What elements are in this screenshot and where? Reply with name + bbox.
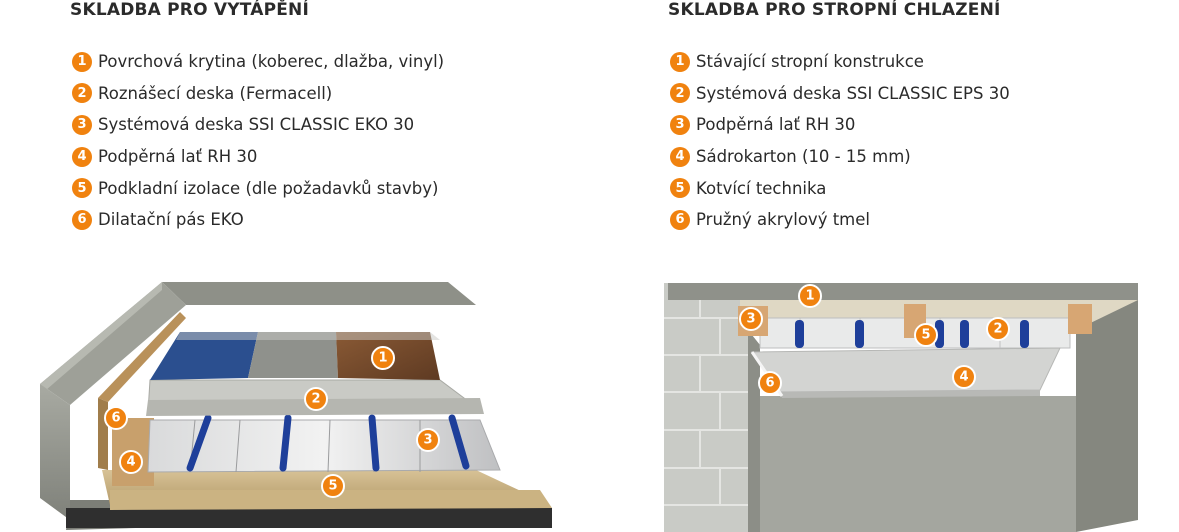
legend-label: Roznášecí deska (Fermacell): [98, 83, 333, 103]
svg-text:5: 5: [921, 328, 930, 343]
carpet-finish: [150, 332, 258, 380]
svg-text:6: 6: [111, 411, 120, 426]
legend-label: Systémová deska SSI CLASSIC EKO 30: [98, 115, 415, 135]
legend-item: 5 Kotvící technika: [670, 172, 1010, 204]
legend-item: 5 Podkladní izolace (dle požadavků stavby…: [72, 172, 444, 204]
badge-2-right: 2: [986, 317, 1010, 341]
badge-5-right: 5: [914, 323, 938, 347]
legend-label: Dilatační pás EKO: [98, 210, 244, 230]
plasterboard-front: [780, 390, 1040, 398]
badge-3-left: 3: [416, 428, 440, 452]
number-badge-icon: 4: [72, 146, 92, 167]
legend-item: 2 Systémová deska SSI CLASSIC EPS 30: [670, 78, 1010, 110]
concrete-slab-front: [40, 384, 70, 520]
concrete-left-wall: [40, 282, 186, 405]
legend-label: Systémová deska SSI CLASSIC EPS 30: [696, 83, 1010, 103]
badge-5-left: 5: [321, 474, 345, 498]
ceiling-cooling-column: SKLADBA PRO STROPNÍ CHLAZENÍ 1 Stávající …: [668, 0, 1010, 230]
svg-text:5: 5: [328, 479, 337, 494]
concrete-wall-top: [40, 282, 162, 390]
heating-pipes: [186, 414, 470, 472]
svg-text:6: 6: [765, 376, 774, 391]
svg-text:4: 4: [959, 370, 968, 385]
number-badge-icon: 3: [72, 114, 92, 135]
legend-item: 1 Povrchová krytina (koberec, dlažba, vin…: [72, 46, 444, 78]
badge-1-left: 1: [371, 346, 395, 370]
legend-item: 3 Podpěrná lať RH 30: [670, 109, 1010, 141]
badge-6-right: 6: [758, 371, 782, 395]
support-batten: [1068, 304, 1092, 334]
svg-text:1: 1: [805, 289, 814, 304]
plasterboard: [751, 347, 1061, 393]
concrete-back-wall: [162, 282, 476, 305]
number-badge-icon: 6: [72, 209, 92, 230]
legend-item: 1 Stávající stropní konstrukce: [670, 46, 1010, 78]
legend-item: 6 Dilatační pás EKO: [72, 204, 444, 236]
ceiling-cooling-title: SKLADBA PRO STROPNÍ CHLAZENÍ: [668, 0, 1001, 20]
floor-heating-legend: 1 Povrchová krytina (koberec, dlažba, vin…: [72, 46, 444, 236]
svg-text:3: 3: [423, 433, 432, 448]
legend-item: 6 Pružný akrylový tmel: [670, 204, 1010, 236]
number-badge-icon: 5: [72, 178, 92, 199]
ceiling-cooling-legend: 1 Stávající stropní konstrukce 2 Systémová…: [670, 46, 1010, 236]
back-wall: [748, 396, 1076, 532]
legend-label: Kotvící technika: [696, 178, 827, 198]
svg-text:2: 2: [311, 392, 320, 407]
number-badge-icon: 2: [670, 83, 690, 104]
svg-text:3: 3: [746, 312, 755, 327]
number-badge-icon: 2: [72, 83, 92, 104]
legend-item: 2 Roznášecí deska (Fermacell): [72, 78, 444, 110]
badge-4-left: 4: [119, 450, 143, 474]
legend-label: Stávající stropní konstrukce: [696, 52, 924, 72]
badge-6-left: 6: [104, 406, 128, 430]
number-badge-icon: 6: [670, 209, 690, 230]
legend-label: Pružný akrylový tmel: [696, 210, 870, 230]
number-badge-icon: 5: [670, 178, 690, 199]
number-badge-icon: 1: [72, 51, 92, 72]
number-badge-icon: 4: [670, 146, 690, 167]
concrete-slab-bottom: [66, 508, 552, 528]
badge-3-right: 3: [739, 307, 763, 331]
ceiling-slab-top: [668, 283, 1138, 300]
svg-text:1: 1: [378, 351, 387, 366]
cooling-pipes: [795, 320, 1029, 348]
right-wall: [1076, 300, 1138, 532]
tile-finish: [248, 332, 338, 378]
number-badge-icon: 1: [670, 51, 690, 72]
inner-left-wall: [748, 330, 760, 532]
legend-item: 4 Sádrokarton (10 - 15 mm): [670, 141, 1010, 173]
badge-2-left: 2: [304, 387, 328, 411]
legend-item: 3 Systémová deska SSI CLASSIC EKO 30: [72, 109, 444, 141]
badge-4-right: 4: [952, 365, 976, 389]
svg-text:2: 2: [993, 322, 1002, 337]
block-wall: [664, 283, 748, 532]
legend-label: Podkladní izolace (dle požadavků stavby): [98, 178, 439, 198]
legend-item: 4 Podpěrná lať RH 30: [72, 141, 444, 173]
floor-back-edge: [176, 332, 440, 340]
floor-heating-column: SKLADBA PRO VYTÁPĚNÍ 1 Povrchová krytina …: [70, 0, 444, 230]
svg-text:4: 4: [126, 455, 135, 470]
number-badge-icon: 3: [670, 114, 690, 135]
dilatation-strip: [98, 312, 186, 402]
legend-label: Povrchová krytina (koberec, dlažba, viny…: [98, 52, 445, 72]
legend-label: Podpěrná lať RH 30: [98, 147, 258, 167]
floor-heating-title: SKLADBA PRO VYTÁPĚNÍ: [70, 0, 309, 20]
insulation-front: [110, 490, 552, 510]
legend-label: Sádrokarton (10 - 15 mm): [696, 147, 911, 167]
legend-label: Podpěrná lať RH 30: [696, 115, 856, 135]
badge-1-right: 1: [798, 284, 822, 308]
